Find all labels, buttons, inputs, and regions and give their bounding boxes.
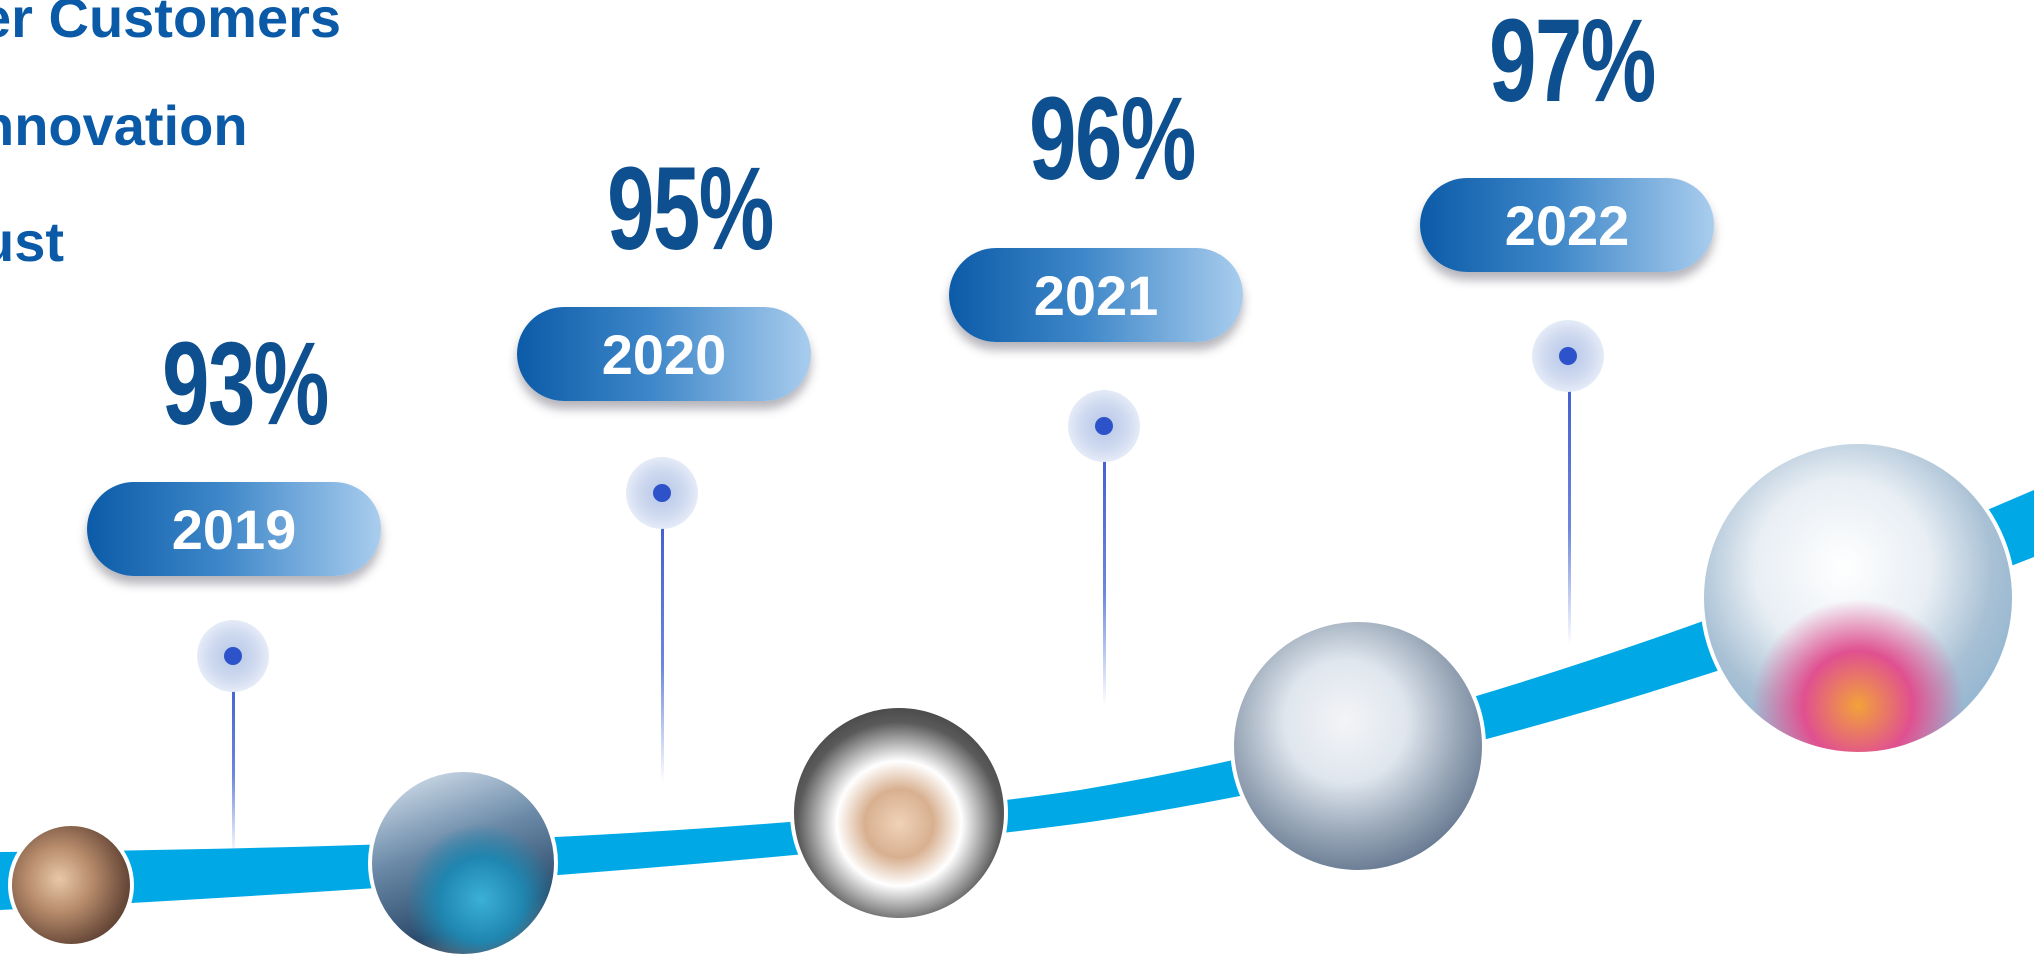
marker-2021	[1068, 390, 1140, 462]
photo-team-hands	[790, 704, 1008, 922]
stem-2020	[661, 492, 664, 782]
year-badge-2021: 2021	[949, 248, 1243, 342]
marker-dot-2020	[653, 484, 671, 502]
stem-2019	[232, 655, 235, 855]
photo-lab-screens	[368, 768, 558, 958]
growth-curve-band	[0, 490, 2034, 910]
marker-dot-2019	[224, 647, 242, 665]
year-badge-2020: 2020	[517, 307, 811, 401]
photo-scientists-microscope	[1700, 440, 2016, 756]
year-badge-2019: 2019	[87, 482, 381, 576]
headline-trust: ust	[0, 210, 64, 273]
marker-dot-2022	[1559, 347, 1577, 365]
headline-innovation: nnovation	[0, 94, 248, 157]
photo-handshake	[8, 822, 134, 948]
marker-dot-2021	[1095, 417, 1113, 435]
percent-2020: 95%	[607, 143, 774, 275]
percent-2021: 96%	[1029, 73, 1196, 205]
percent-2022: 97%	[1489, 0, 1656, 127]
headline-customers: er Customers	[0, 0, 342, 49]
stem-2022	[1568, 355, 1571, 645]
marker-2019	[197, 620, 269, 692]
marker-2020	[626, 457, 698, 529]
photo-lab-researchers	[1230, 618, 1486, 874]
marker-2022	[1532, 320, 1604, 392]
year-badge-2022: 2022	[1420, 178, 1714, 272]
percent-2019: 93%	[162, 318, 329, 450]
stem-2021	[1103, 425, 1106, 705]
